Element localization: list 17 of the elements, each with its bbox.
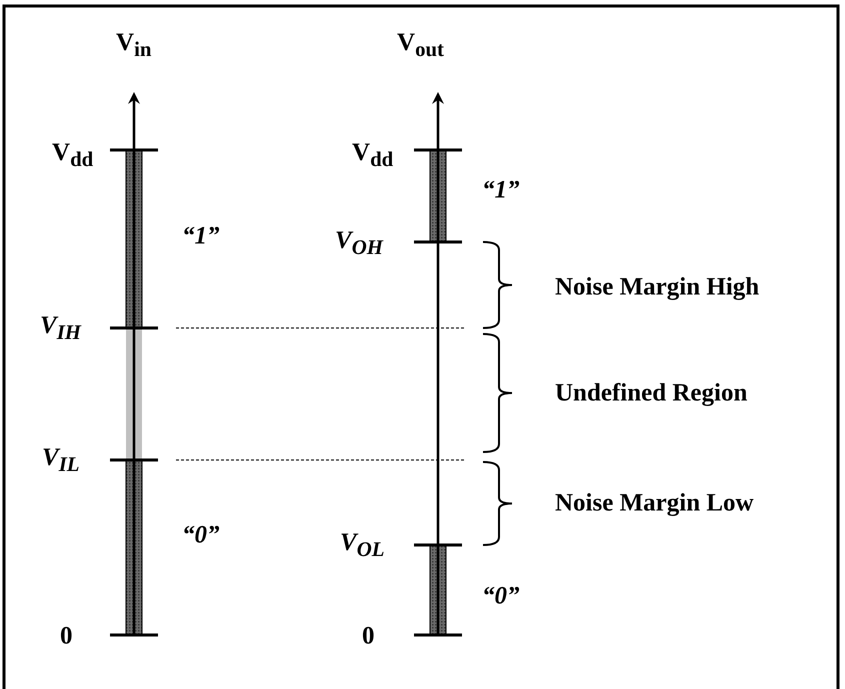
region-label: Noise Margin Low <box>555 490 754 516</box>
logic-level-label: “1” <box>182 224 220 248</box>
tick-label: V$_{IH}$ <box>40 313 81 343</box>
tick-label: V$_{OL}$ <box>340 530 384 560</box>
tick-label: V$_{OH}$ <box>335 228 383 258</box>
tick-label: V$_{dd}$ <box>52 140 94 170</box>
region-label: Undefined Region <box>555 380 748 406</box>
tick-label: V$_{dd}$ <box>352 140 394 170</box>
logic-level-label: “0” <box>182 522 220 548</box>
logic-level-label: “1” <box>482 178 520 202</box>
axis-label: V$_{out}$ <box>397 30 444 60</box>
tick-label: 0 <box>362 624 374 648</box>
axis-label: V$_{in}$ <box>116 30 152 60</box>
tick-label: 0 <box>60 624 72 648</box>
region-label: Noise Margin High <box>555 274 760 300</box>
logic-level-label: “0” <box>482 584 520 608</box>
tick-label: V$_{IL}$ <box>42 445 80 475</box>
